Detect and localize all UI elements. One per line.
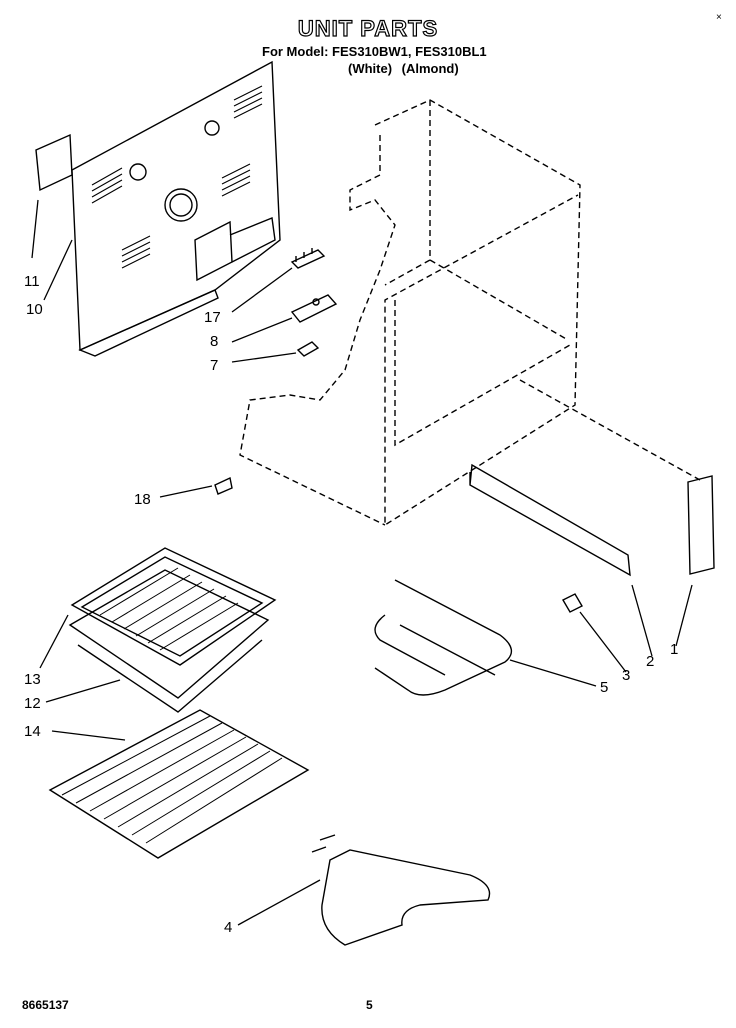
screw-clip: [562, 593, 583, 613]
callout-3: 3: [622, 667, 630, 684]
callout-12: 12: [24, 695, 41, 712]
callout-18: 18: [134, 491, 151, 508]
broiler-grid: [70, 547, 277, 666]
callout-13: 13: [24, 671, 41, 688]
terminal-block: [290, 248, 326, 269]
bake-element: [321, 849, 491, 946]
callout-11: 11: [24, 273, 40, 290]
color-line: (White) (Almond): [348, 61, 459, 76]
callout-8: 8: [210, 333, 218, 350]
page-title: UNIT PARTS: [297, 15, 439, 41]
callout-14: 14: [24, 723, 41, 740]
bake-element-terminals: [311, 834, 336, 853]
side-trim: [687, 475, 715, 575]
callout-1: 1: [670, 641, 678, 658]
page-number: 5: [366, 998, 373, 1012]
callout-17: 17: [204, 309, 221, 326]
rear-panel: [71, 60, 281, 357]
oven-cavity-outline: [239, 99, 701, 527]
diagram-code: 8665137: [22, 998, 69, 1012]
broiler-pan: [68, 569, 270, 713]
oven-rack-wires: [61, 715, 283, 844]
callout-7: 7: [210, 357, 218, 374]
callout-5: 5: [600, 679, 608, 696]
model-line: For Model: FES310BW1, FES310BL1: [262, 44, 487, 59]
callout-10: 10: [26, 301, 43, 318]
leader-lines: [31, 199, 693, 926]
cover-plate: [35, 133, 73, 192]
broiler-grid-slots: [99, 567, 239, 651]
oven-rack: [48, 709, 310, 859]
callout-4: 4: [224, 919, 232, 936]
callout-2: 2: [646, 653, 654, 670]
clip: [296, 341, 320, 357]
front-frame-rail: [469, 463, 631, 577]
hinge-clip: [214, 476, 233, 495]
broil-element: [374, 579, 513, 696]
mounting-bracket: [290, 294, 338, 323]
panel-vent-louvers: [91, 85, 263, 269]
corner-mark: ×: [716, 12, 722, 23]
